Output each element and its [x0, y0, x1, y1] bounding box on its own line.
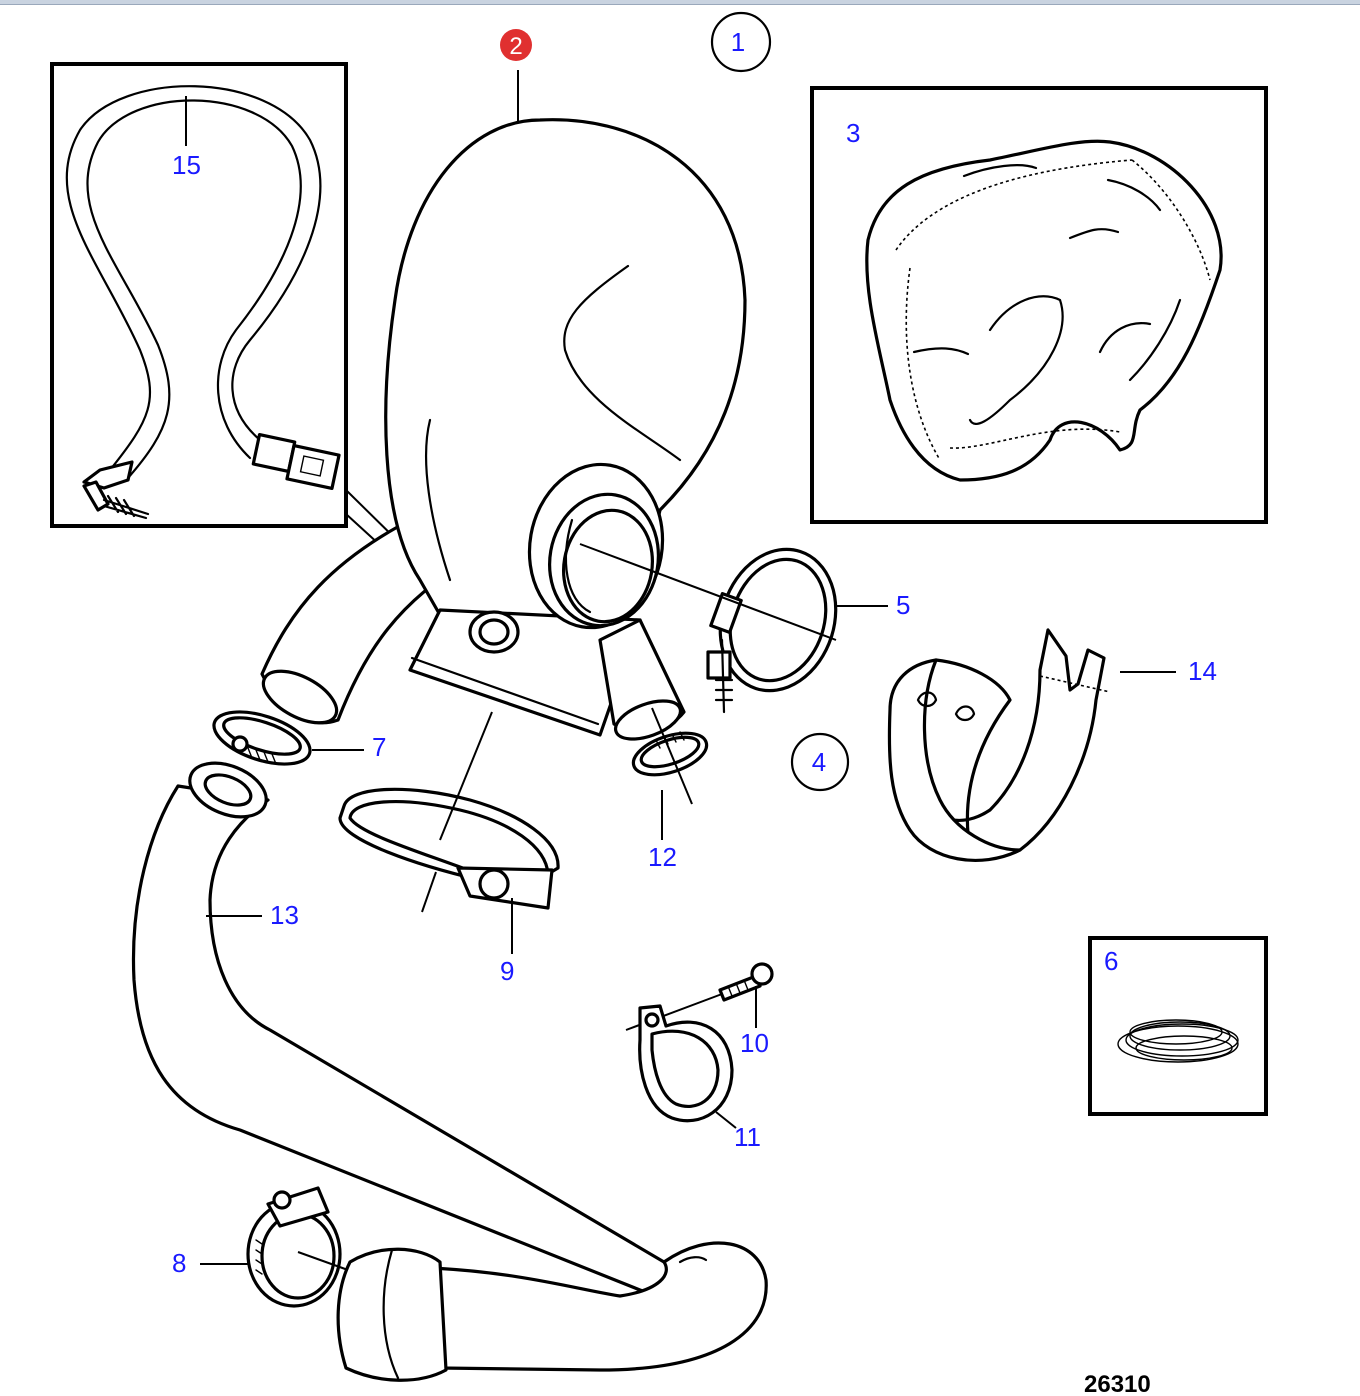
band-clamp-9 [338, 787, 560, 910]
hose-lower-sleeve [336, 1247, 448, 1382]
v-band-clamp [706, 547, 838, 714]
bolt-10 [718, 962, 774, 1002]
outlet-bore [561, 508, 655, 624]
callout-13: 13 [270, 900, 299, 930]
callout-circle-1 [710, 11, 772, 73]
mounting-strap [887, 628, 1111, 862]
callout-2: 2 [509, 33, 522, 60]
callout-9: 9 [500, 956, 514, 986]
callout-circle-4 [790, 732, 850, 792]
insulation-cover-inset: 3 [810, 86, 1268, 524]
connector-plug [285, 443, 341, 491]
wire-inset: 6 [1088, 936, 1268, 1116]
exhaust-riser [260, 118, 747, 741]
callout-10: 10 [740, 1028, 769, 1058]
clamp-5-latch [709, 592, 743, 634]
sensor-thread [102, 494, 150, 520]
bolt-head [750, 962, 774, 986]
callout-14: 14 [1188, 656, 1217, 686]
strap-rivet [916, 691, 938, 708]
callout-7: 7 [372, 732, 386, 762]
cable-inner [86, 99, 302, 480]
callout-4: 4 [812, 747, 826, 777]
callout-11: 11 [734, 1122, 761, 1152]
band-clamp-screw [478, 868, 510, 900]
hose-clamp-7 [212, 710, 312, 766]
callout-15: 15 [172, 150, 201, 180]
callout-5: 5 [896, 590, 910, 620]
wire-coil [1129, 1021, 1231, 1051]
strap-rivet [954, 705, 976, 722]
callout-6: 6 [1104, 946, 1118, 976]
inset-frame-15 [50, 62, 348, 528]
callout-12: 12 [648, 842, 677, 872]
cover-body [865, 139, 1223, 482]
hose-clamp-8 [246, 1186, 342, 1308]
exhaust-hose-13 [131, 761, 768, 1382]
side-outlet-end [261, 669, 339, 725]
sensor-nut [82, 480, 110, 512]
p-clip-11 [638, 1004, 734, 1123]
inset-frame-3 [810, 86, 1268, 524]
window-top-border [0, 0, 1360, 5]
hose-bend [428, 1241, 768, 1372]
clamp-8-housing [266, 1186, 330, 1228]
callout-8: 8 [172, 1248, 186, 1278]
red-marker-2 [500, 29, 532, 61]
callout-1: 1 [731, 27, 745, 57]
figure-number: 26310 [1084, 1371, 1151, 1396]
hose-upper [131, 784, 683, 1298]
cable-outer [65, 85, 322, 472]
callout-3: 3 [846, 118, 860, 148]
inset-frame-6 [1088, 936, 1268, 1116]
riser-contour [563, 264, 682, 462]
sensor-cable-inset: 15 [50, 62, 348, 528]
